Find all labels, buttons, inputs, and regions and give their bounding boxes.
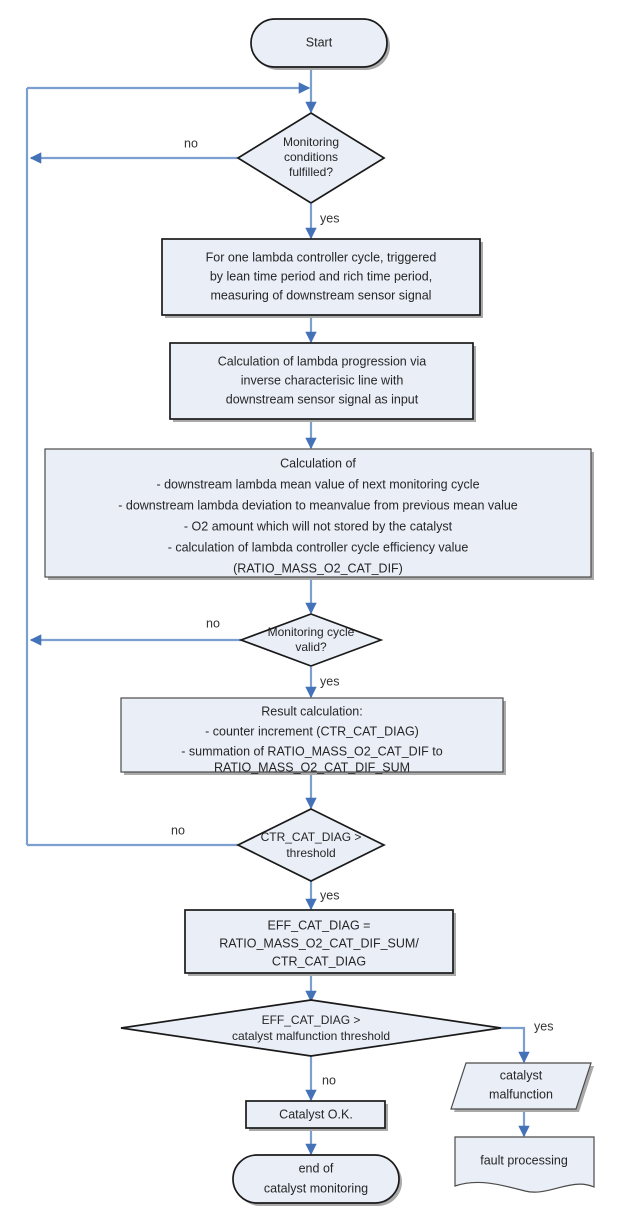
malfunction-threshold-shape: [120, 999, 502, 1057]
eff-cat-diag-line3: CTR_CAT_DIAG: [272, 954, 366, 968]
fault-processing-shape: [454, 1136, 595, 1193]
edges-layer: [25, 68, 530, 1156]
catalyst-malfunction-line1: catalyst: [500, 1068, 543, 1082]
measure-sensor-line3: measuring of downstream sensor signal: [211, 288, 432, 302]
measure-sensor-shape: [161, 238, 481, 316]
node-result-calculation[interactable]: Result calculation: - counter increment …: [120, 697, 506, 775]
calculation-block-line1: Calculation of: [280, 456, 356, 470]
calculation-block-line6: (RATIO_MASS_O2_CAT_DIF): [233, 561, 403, 575]
lambda-progression-line2: inverse characterisic line with: [241, 373, 404, 387]
node-fault-processing[interactable]: fault processing: [454, 1136, 595, 1193]
node-cycle-valid[interactable]: Monitoring cycle valid?: [238, 613, 384, 667]
measure-sensor-line1: For one lambda controller cycle, trigger…: [206, 250, 437, 264]
end-monitoring-line1: end of: [299, 1161, 334, 1175]
node-start[interactable]: Start: [250, 18, 390, 70]
result-calculation-line2: - counter increment (CTR_CAT_DIAG): [205, 724, 419, 738]
fault-processing-label: fault processing: [480, 1153, 568, 1167]
edge-label-malf-yes: yes: [534, 1019, 553, 1033]
cycle-valid-shape: [238, 613, 384, 667]
catalyst-ok-label: Catalyst O.K.: [279, 1107, 353, 1121]
eff-cat-diag-line2: RATIO_MASS_O2_CAT_DIF_SUM/: [219, 936, 419, 950]
node-catalyst-malfunction[interactable]: catalyst malfunction: [450, 1062, 594, 1112]
edge-label-valid-no: no: [206, 616, 220, 630]
result-calculation-line3: - summation of RATIO_MASS_O2_CAT_DIF to: [181, 744, 442, 758]
edge-label-malf-no: no: [322, 1073, 336, 1087]
eff-cat-diag-shape: [184, 909, 454, 974]
cycle-valid-line2: valid?: [295, 640, 327, 654]
monitoring-conditions-shape: [236, 112, 386, 204]
edge-labels-layer: no yes no yes no yes yes no: [171, 136, 553, 1087]
lambda-progression-line3: downstream sensor signal as input: [226, 392, 419, 406]
lambda-progression-line1: Calculation of lambda progression via: [218, 354, 426, 368]
node-eff-cat-diag[interactable]: EFF_CAT_DIAG = RATIO_MASS_O2_CAT_DIF_SUM…: [184, 909, 456, 976]
edge-label-ctr-yes: yes: [320, 888, 339, 902]
node-catalyst-ok[interactable]: Catalyst O.K.: [245, 1100, 388, 1131]
calculation-block-line5: - calculation of lambda controller cycle…: [168, 540, 469, 554]
start-label: Start: [306, 35, 333, 49]
end-monitoring-line2: catalyst monitoring: [264, 1181, 368, 1195]
eff-cat-diag-line1: EFF_CAT_DIAG =: [268, 918, 371, 932]
result-calculation-shape: [120, 697, 504, 773]
monitoring-conditions-line2: conditions: [284, 150, 338, 164]
node-end-monitoring[interactable]: end of catalyst monitoring: [232, 1154, 402, 1206]
lambda-progression-shape: [169, 342, 474, 420]
edge-label-ctr-no: no: [171, 823, 185, 837]
measure-sensor-line2: by lean time period and rich time period…: [210, 269, 432, 283]
ctr-threshold-line1: CTR_CAT_DIAG >: [261, 830, 362, 844]
catalyst-malfunction-line2: malfunction: [489, 1087, 553, 1101]
node-monitoring-conditions[interactable]: Monitoring conditions fulfilled?: [236, 112, 386, 204]
calculation-block-line2: - downstream lambda mean value of next m…: [156, 477, 479, 491]
ctr-threshold-line2: threshold: [286, 846, 335, 860]
result-calculation-line1: Result calculation:: [261, 704, 362, 718]
calculation-block-line4: - O2 amount which will not stored by the…: [184, 519, 453, 533]
edge-label-cond-no: no: [184, 136, 198, 150]
catalyst-ok-shape: [245, 1100, 386, 1129]
malfunction-threshold-line2: catalyst malfunction threshold: [232, 1029, 390, 1043]
edge-malf-yes: [501, 1026, 530, 1064]
edge-label-valid-yes: yes: [320, 674, 339, 688]
node-ctr-threshold[interactable]: CTR_CAT_DIAG > threshold: [236, 808, 386, 882]
malfunction-threshold-line1: EFF_CAT_DIAG >: [262, 1013, 361, 1027]
catalyst-malfunction-shape: [450, 1062, 592, 1110]
start-shape: [250, 18, 388, 68]
cycle-valid-line1: Monitoring cycle: [268, 625, 355, 639]
calculation-block-line3: - downstream lambda deviation to meanval…: [118, 498, 518, 512]
result-calculation-line4: RATIO_MASS_O2_CAT_DIF_SUM: [214, 760, 410, 774]
node-malfunction-threshold[interactable]: EFF_CAT_DIAG > catalyst malfunction thre…: [120, 999, 502, 1057]
edge-label-cond-yes: yes: [320, 211, 339, 225]
node-calculation-block[interactable]: Calculation of - downstream lambda mean …: [44, 448, 594, 580]
monitoring-conditions-line1: Monitoring: [283, 135, 339, 149]
end-monitoring-shape: [232, 1154, 400, 1204]
monitoring-conditions-line3: fulfilled?: [289, 165, 333, 179]
ctr-threshold-shape: [236, 808, 386, 882]
calculation-block-shape: [44, 448, 592, 578]
node-measure-sensor[interactable]: For one lambda controller cycle, trigger…: [161, 238, 483, 318]
node-lambda-progression[interactable]: Calculation of lambda progression via in…: [169, 342, 476, 422]
